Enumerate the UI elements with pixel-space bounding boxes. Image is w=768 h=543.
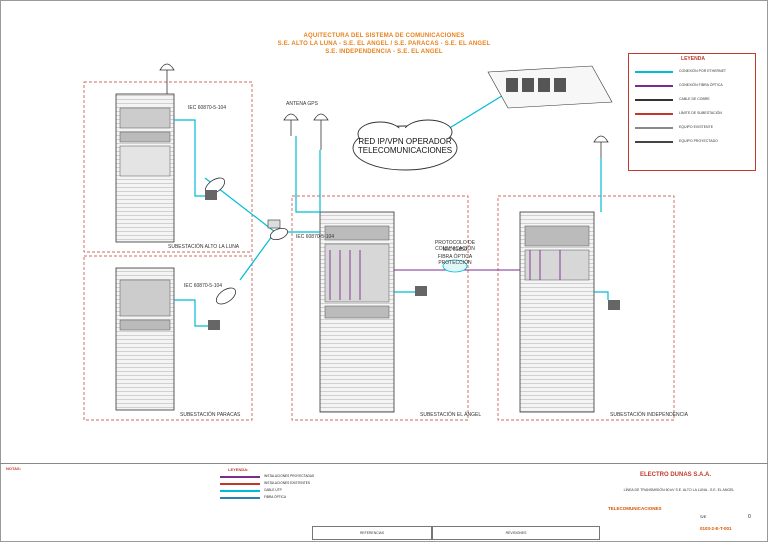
rack-independencia xyxy=(519,211,595,413)
boundary-el-angel xyxy=(291,195,469,421)
antennas xyxy=(159,63,609,305)
bottom-legend-label: INSTALACIONES EXISTENTES xyxy=(264,481,310,485)
architecture-diagram xyxy=(83,63,675,421)
control-center xyxy=(487,65,613,109)
iec-alto-label: IEC 60870-5-104 xyxy=(188,105,227,111)
boundary-alto-la-luna xyxy=(83,81,253,253)
legend-panel: LEYENDA CONEXIÓN POR ETHERNET CONEXIÓN F… xyxy=(628,53,756,171)
bottom-legend-label: CABLE UTP xyxy=(264,488,282,492)
rack-paracas xyxy=(115,267,175,411)
discipline: TELECOMUNICACIONES xyxy=(608,506,662,511)
protocol-label-3: FIBRA ÓPTICA PROTECCIÓN xyxy=(437,254,473,266)
bottom-legend-label: FIBRA ÓPTICA xyxy=(264,495,286,499)
diagram-title-line-1: AQUITECTURA DEL SISTEMA DE COMUNICACIONE… xyxy=(303,33,465,39)
satellite-icon xyxy=(267,219,281,229)
bottom-legend-swatch xyxy=(220,476,260,478)
legend-title: LEYENDA xyxy=(681,56,705,62)
bottom-legend-swatch xyxy=(220,497,260,499)
cloud-label: RED IP/VPN OPERADOR TELECOMUNICACIONES xyxy=(357,137,453,155)
substation-angel-label: SUBESTACIÓN EL ÁNGEL xyxy=(420,412,482,418)
title-block: NOTAS: LEYENDA: INSTALACIONES PROYECTADA… xyxy=(0,463,768,543)
diagram-title-line-2: S.E. ALTO LA LUNA - S.E. EL ANGEL / S.E.… xyxy=(277,41,491,47)
operator-cloud xyxy=(352,119,458,171)
protocol-label-2: IEC 61850 xyxy=(443,247,467,253)
scale: S/E xyxy=(700,514,707,519)
project-name: LÍNEA DE TRANSMISIÓN 60 kV S.E. ALTO LA … xyxy=(623,488,735,492)
bottom-legend-title: LEYENDA: xyxy=(228,467,249,472)
legend-item: EQUIPO PROYECTADO xyxy=(635,138,753,147)
references-cell: REFERENCIAS xyxy=(312,526,432,540)
rack-el-angel xyxy=(319,211,395,413)
legend-item: LÍMITE DE SUBESTACIÓN xyxy=(635,110,753,119)
workstations xyxy=(205,190,620,330)
boundary-paracas xyxy=(83,255,253,421)
protocol-link xyxy=(442,259,468,273)
substation-independencia-label: SUBESTACIÓN INDEPENDENCIA xyxy=(610,412,688,418)
legend-item: EQUIPO EXISTENTE xyxy=(635,124,753,133)
notes-heading: NOTAS: xyxy=(6,466,22,471)
rack-alto-la-luna xyxy=(115,93,175,243)
substation-paracas-label: SUBESTACIÓN PARACAS xyxy=(180,412,241,418)
boundary-independencia xyxy=(497,195,675,421)
iec-paracas-label: IEC 60870-5-104 xyxy=(184,283,223,289)
bottom-legend-swatch xyxy=(220,490,260,492)
substation-alto-label: SUBESTACIÓN ALTO LA LUNA xyxy=(168,244,240,250)
sheet-code: 0103-2-E-T-001 xyxy=(700,526,732,531)
legend-item: CONEXIÓN POR ETHERNET xyxy=(635,68,753,77)
legend-item: CONEXIÓN FIBRA ÓPTICA xyxy=(635,82,753,91)
protocol-label-1: PROTOCOLO DE COMUNICACIÓN xyxy=(434,240,476,252)
antenna-label: ANTENA GPS xyxy=(286,101,318,107)
company-name: ELECTRO DUNAS S.A.A. xyxy=(640,472,712,478)
bottom-legend-swatch xyxy=(220,483,260,485)
revisions-cell: REVISIONES xyxy=(432,526,600,540)
legend-item: CABLE DE COBRE xyxy=(635,96,753,105)
revision-number: 0 xyxy=(748,514,751,520)
bottom-legend-label: INSTALACIONES PROYECTADAS xyxy=(264,474,315,478)
iec-center-label: IEC 60870-5-104 xyxy=(296,234,335,240)
diagram-title-line-3: S.E. INDEPENDENCIA - S.E. EL ANGEL xyxy=(325,49,443,55)
